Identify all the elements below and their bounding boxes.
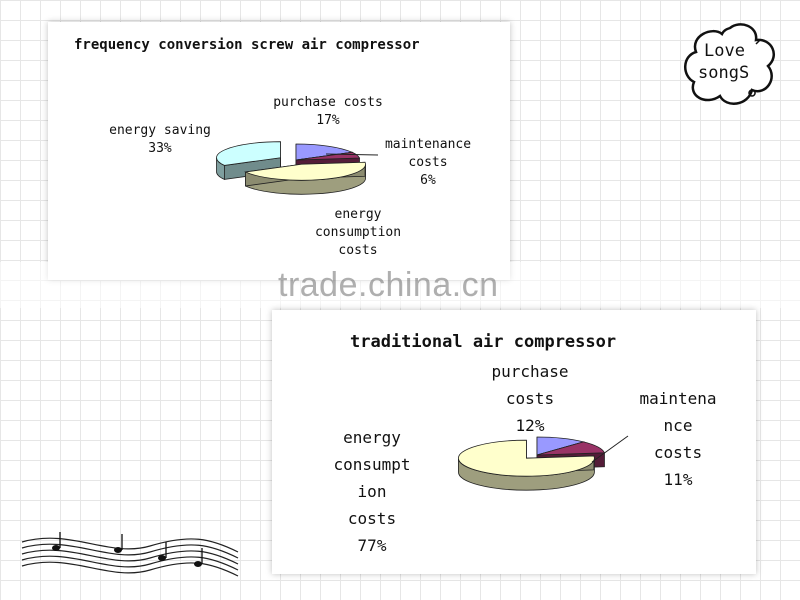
slice-label: purchase costs 12% (491, 362, 568, 435)
staff-lines (21, 537, 239, 577)
slice-label-line: maintena (639, 389, 716, 408)
slice-label-line: costs (338, 243, 377, 258)
slice-label-line: costs (348, 509, 396, 528)
music-note-icon (748, 39, 761, 97)
slice-label-line: purchase costs (273, 95, 383, 110)
pie-slice-top (295, 143, 354, 161)
watermark-band (0, 262, 800, 308)
slice-label-line: purchase (491, 362, 568, 381)
slice-label-line: 33% (148, 141, 172, 156)
slice-label: purchase costs 17% (273, 95, 383, 128)
slice-label-line: 6% (420, 173, 436, 188)
slice-label-line: 12% (516, 416, 545, 435)
music-staff-decoration (21, 532, 239, 577)
pie-slice (458, 439, 595, 491)
leader-line (591, 435, 629, 463)
chart-title: frequency conversion screw air compresso… (74, 37, 420, 53)
slice-label-line: 11% (664, 470, 693, 489)
slice-label: energy saving 33% (109, 123, 211, 156)
pie-slice-top (216, 141, 281, 166)
chart-card-frequency-conversion: frequency conversion screw air compresso… (48, 22, 510, 280)
slice-label-line: 77% (358, 536, 387, 555)
badge-line1: Love (704, 41, 745, 61)
leader-line (325, 153, 379, 156)
slice-label-line: costs (654, 443, 702, 462)
badge-line2: songS (698, 63, 749, 83)
note-stems (59, 532, 203, 564)
slice-label: energy consumption costs (315, 207, 401, 258)
slice-label-line: energy (335, 207, 382, 222)
pie-slice (244, 161, 366, 195)
music-note-icon (52, 545, 202, 567)
watermark-text: trade.china.cn (278, 266, 499, 304)
slice-label-line: costs (408, 155, 447, 170)
slice-label-line: costs (506, 389, 554, 408)
slice-label-line: energy saving (109, 123, 211, 138)
love-songs-badge: Love songS (684, 23, 775, 105)
pie-slice-top (458, 439, 595, 477)
slice-label-line: nce (664, 416, 693, 435)
chart-title: traditional air compressor (350, 332, 617, 352)
slice-label-line: consumpt (333, 455, 410, 474)
slice-label: maintena nce costs 11% (639, 389, 716, 489)
slice-label-line: ion (358, 482, 387, 501)
slice-label-line: energy (343, 428, 401, 447)
cloud-shape (684, 23, 775, 105)
slice-label: energy consumpt ion costs 77% (333, 428, 410, 555)
chart-card-traditional: traditional air compressor purchase costs… (272, 310, 756, 574)
slice-label-line: maintenance (385, 137, 471, 152)
pie-slice-top (244, 161, 366, 181)
slice-label: maintenance costs 6% (385, 137, 471, 188)
slice-label-line: 17% (316, 113, 340, 128)
pie-chart-frequency-conversion: purchase costs 17% maintenance costs 6% energ… (109, 95, 471, 258)
pie-chart-traditional: purchase costs 12% maintena nce costs 11% energ… (333, 362, 716, 555)
slice-label-line: consumption (315, 225, 401, 240)
